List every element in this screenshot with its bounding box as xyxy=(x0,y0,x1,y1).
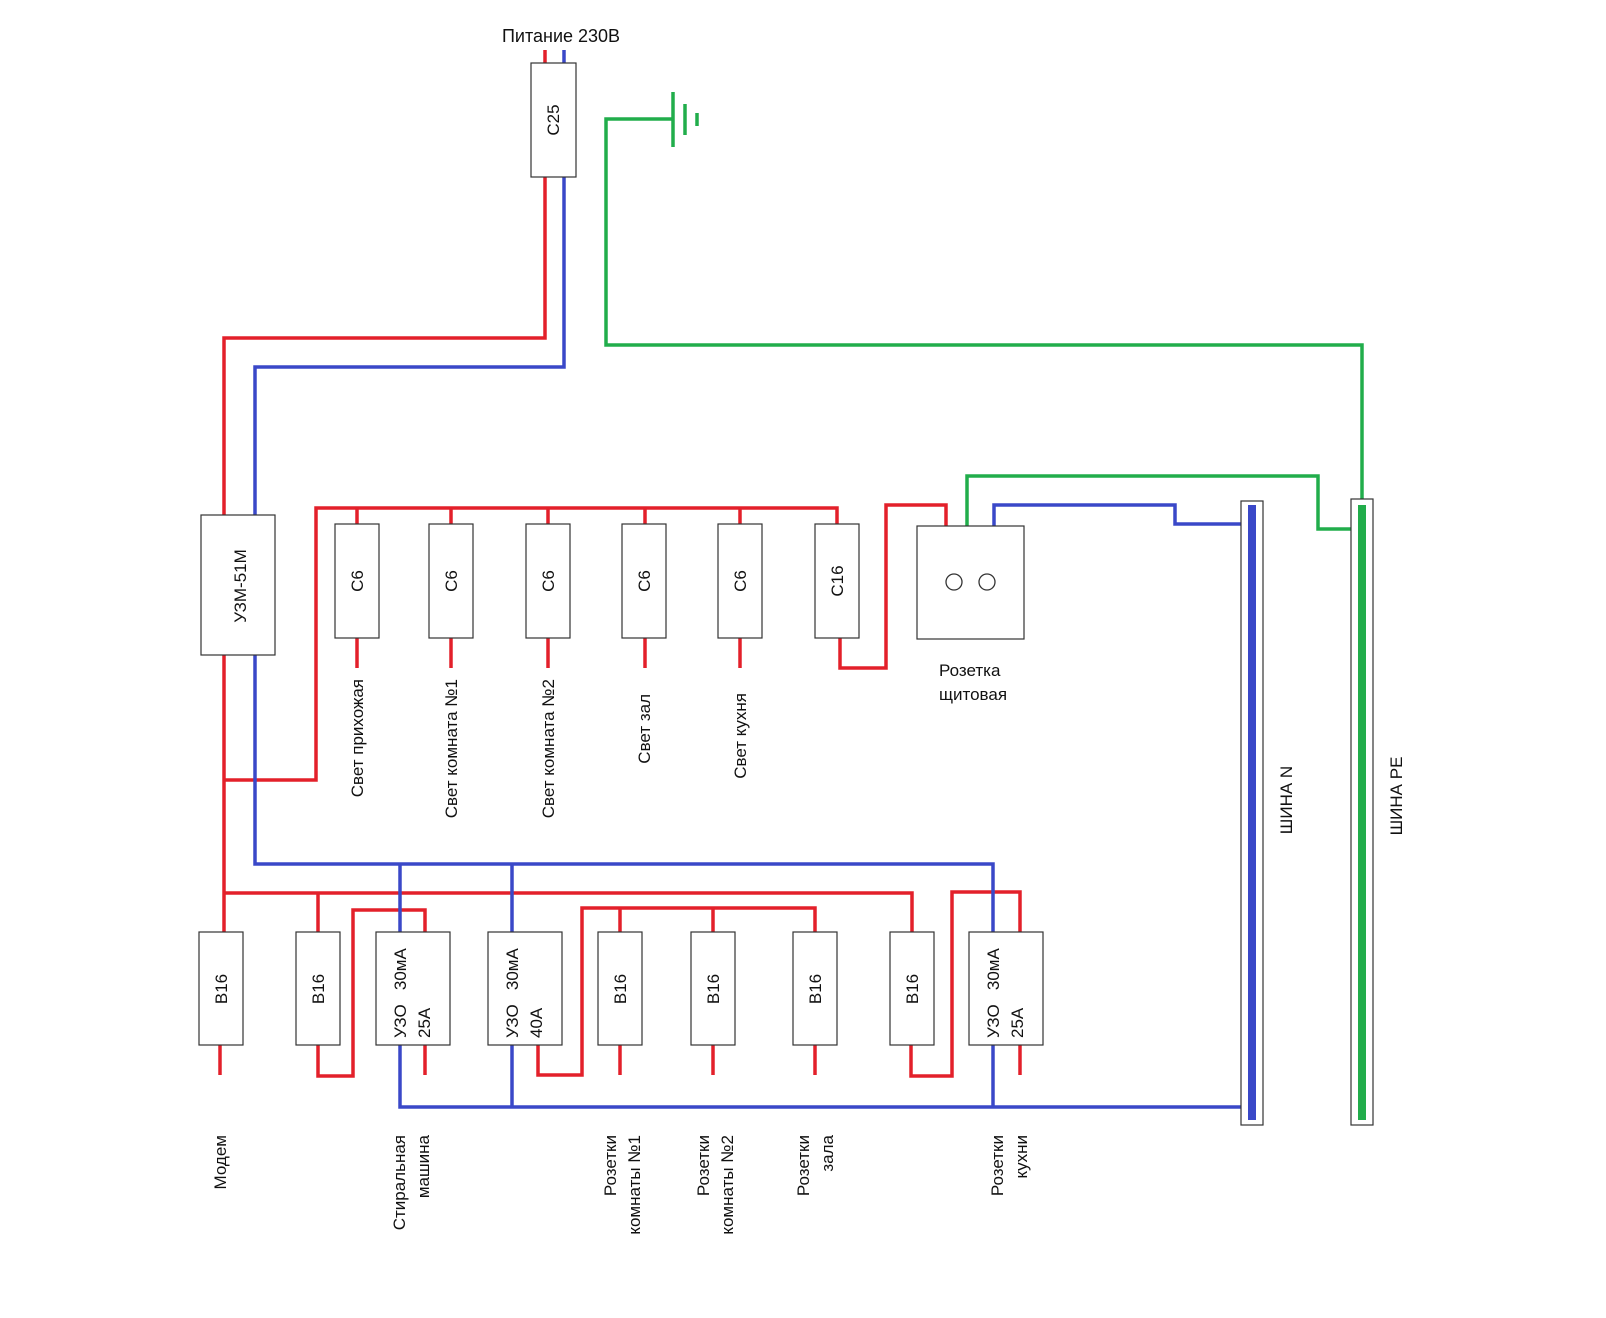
load-label: Стиральная xyxy=(390,1135,409,1230)
breaker-label: С6 xyxy=(731,570,750,592)
load-label: машина xyxy=(414,1134,433,1198)
load-label: комнаты №1 xyxy=(625,1135,644,1235)
load-label: Свет кухня xyxy=(731,693,750,779)
load-label: Розетки xyxy=(694,1135,713,1196)
phase-distribution xyxy=(218,503,1022,1078)
voltage-relay: УЗМ-51М xyxy=(200,514,276,656)
breaker-label: С6 xyxy=(635,570,654,592)
load-label: Розетки xyxy=(794,1135,813,1196)
panel-socket: Розетка щитовая xyxy=(916,525,1025,704)
rcd-40a: УЗО 30мА 40А xyxy=(487,931,563,1046)
breaker-b16: В16 xyxy=(792,931,838,1046)
breaker-c6: С6 xyxy=(428,523,474,639)
device-label: УЗО 30мА xyxy=(503,948,522,1038)
breaker-c6: С6 xyxy=(717,523,763,639)
load-label: Свет комната №1 xyxy=(442,679,461,818)
load-label: Свет зал xyxy=(635,694,654,764)
top-row-loads: Свет прихожая Свет комната №1 Свет комна… xyxy=(348,679,750,818)
load-label: Свет комната №2 xyxy=(539,679,558,818)
device-rating: 40А xyxy=(527,1007,546,1038)
socket-label-line2: щитовая xyxy=(939,685,1007,704)
bottom-row-loads: Модем Стиральная машина Розетки комнаты … xyxy=(211,1134,1031,1234)
device-label: В16 xyxy=(611,974,630,1004)
main-breaker-label: С25 xyxy=(544,104,563,135)
load-label: Розетки xyxy=(601,1135,620,1196)
rcd-25a-kitchen: УЗО 30мА 25А xyxy=(968,931,1044,1046)
load-label: Розетки xyxy=(988,1135,1007,1196)
device-rating: 25А xyxy=(415,1007,434,1038)
earth-wires xyxy=(604,92,1364,531)
device-label: В16 xyxy=(309,974,328,1004)
breaker-b16: В16 xyxy=(597,931,643,1046)
bottom-row-devices: В16 В16 УЗО 30мА 25А УЗО 30мА 40А В16 В1… xyxy=(198,931,1044,1046)
device-label: В16 xyxy=(212,974,231,1004)
breaker-label: С6 xyxy=(348,570,367,592)
breaker-label: С16 xyxy=(828,565,847,596)
bus-pe-label: ШИНА PE xyxy=(1387,757,1406,836)
device-label: В16 xyxy=(704,974,723,1004)
bus-n-label: ШИНА N xyxy=(1277,766,1296,834)
main-breaker: С25 xyxy=(530,62,577,178)
breaker-c16: С16 xyxy=(814,523,860,639)
breaker-c6: С6 xyxy=(621,523,667,639)
device-label: УЗО 30мА xyxy=(984,948,1003,1038)
breaker-b16: В16 xyxy=(690,931,736,1046)
voltage-relay-label: УЗМ-51М xyxy=(231,549,250,623)
breaker-b16: В16 xyxy=(295,931,341,1046)
bus-pe: ШИНА PE xyxy=(1350,498,1406,1126)
rcd-25a: УЗО 30мА 25А xyxy=(375,931,451,1046)
load-label: Модем xyxy=(211,1135,230,1190)
breaker-c6: С6 xyxy=(334,523,380,639)
supply-wires xyxy=(222,50,566,515)
neutral-distribution xyxy=(253,503,1252,1109)
breaker-label: С6 xyxy=(442,570,461,592)
supply-title: Питание 230В xyxy=(502,26,620,46)
load-label: кухни xyxy=(1012,1135,1031,1179)
breaker-b16: В16 xyxy=(889,931,935,1046)
socket-hole-icon xyxy=(978,573,996,591)
device-label: В16 xyxy=(903,974,922,1004)
load-label: комнаты №2 xyxy=(718,1135,737,1235)
load-label: Свет прихожая xyxy=(348,679,367,797)
socket-hole-icon xyxy=(945,573,963,591)
breaker-label: С6 xyxy=(539,570,558,592)
breaker-b16: В16 xyxy=(198,931,244,1046)
device-label: В16 xyxy=(806,974,825,1004)
breaker-c6: С6 xyxy=(525,523,571,639)
device-rating: 25А xyxy=(1008,1007,1027,1038)
load-label: зала xyxy=(818,1134,837,1171)
socket-label-line1: Розетка xyxy=(939,661,1001,680)
device-label: УЗО 30мА xyxy=(391,948,410,1038)
bus-n: ШИНА N xyxy=(1240,500,1296,1126)
top-row-breakers: С6 С6 С6 С6 С6 С16 xyxy=(334,523,860,639)
